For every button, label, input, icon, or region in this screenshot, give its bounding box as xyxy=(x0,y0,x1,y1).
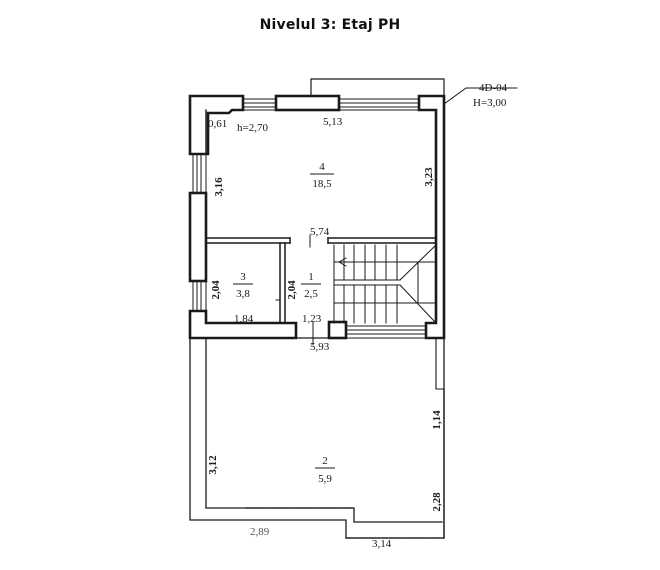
labels: 4D-04 H=3,00 0,61 h=2,70 5,13 4 18,5 3,1… xyxy=(207,82,508,550)
window-bottom xyxy=(345,325,427,339)
room-3-number: 3 xyxy=(240,271,246,283)
tag-code: 4D-04 xyxy=(479,82,508,94)
dim-bottom-wall: 5,93 xyxy=(310,341,330,353)
room-1-area: 2,5 xyxy=(304,288,318,300)
tag-leader xyxy=(443,87,518,105)
dim-balcony-right-lower: 2,28 xyxy=(431,492,443,512)
window-left-lower xyxy=(192,280,207,312)
room-2-area: 5,9 xyxy=(318,473,332,485)
dim-room1-height: 2,04 xyxy=(286,280,298,300)
dim-room1-width: 1,23 xyxy=(302,313,322,325)
dim-left-upper: 3,16 xyxy=(213,177,225,197)
balcony-dashed xyxy=(245,388,445,539)
dim-right-upper: 3,23 xyxy=(423,167,435,187)
partition-vertical xyxy=(275,242,286,324)
window-top-left xyxy=(242,98,277,111)
room-2-number: 2 xyxy=(322,455,328,467)
window-top-right xyxy=(338,98,420,111)
dim-balcony-right-upper: 1,14 xyxy=(431,410,443,430)
room-3-area: 3,8 xyxy=(236,288,250,300)
exterior-walls xyxy=(188,94,446,340)
dim-balcony-bottom-left: 2,89 xyxy=(250,526,270,538)
dim-corner: 0,61 xyxy=(208,118,227,130)
dim-partition: 5,74 xyxy=(310,226,330,238)
parapet xyxy=(310,78,445,96)
dim-top-wall: 5,13 xyxy=(323,116,343,128)
balcony-outline xyxy=(189,337,445,539)
tag-height: H=3,00 xyxy=(473,97,507,109)
dim-balcony-left: 3,12 xyxy=(207,455,219,475)
room-4-number: 4 xyxy=(319,161,325,173)
dim-room3-width: 1,84 xyxy=(234,313,254,325)
room-1-number: 1 xyxy=(308,271,314,283)
staircase xyxy=(333,244,437,324)
dim-balcony-bottom-right: 3,14 xyxy=(372,538,392,550)
plan-title: Nivelul 3: Etaj PH xyxy=(259,17,401,33)
dim-room3-height: 2,04 xyxy=(210,280,222,300)
partition-horizontal xyxy=(205,234,437,248)
room-4-area: 18,5 xyxy=(312,178,332,190)
ceiling-height: h=2,70 xyxy=(237,122,268,134)
window-left-upper xyxy=(192,153,207,194)
